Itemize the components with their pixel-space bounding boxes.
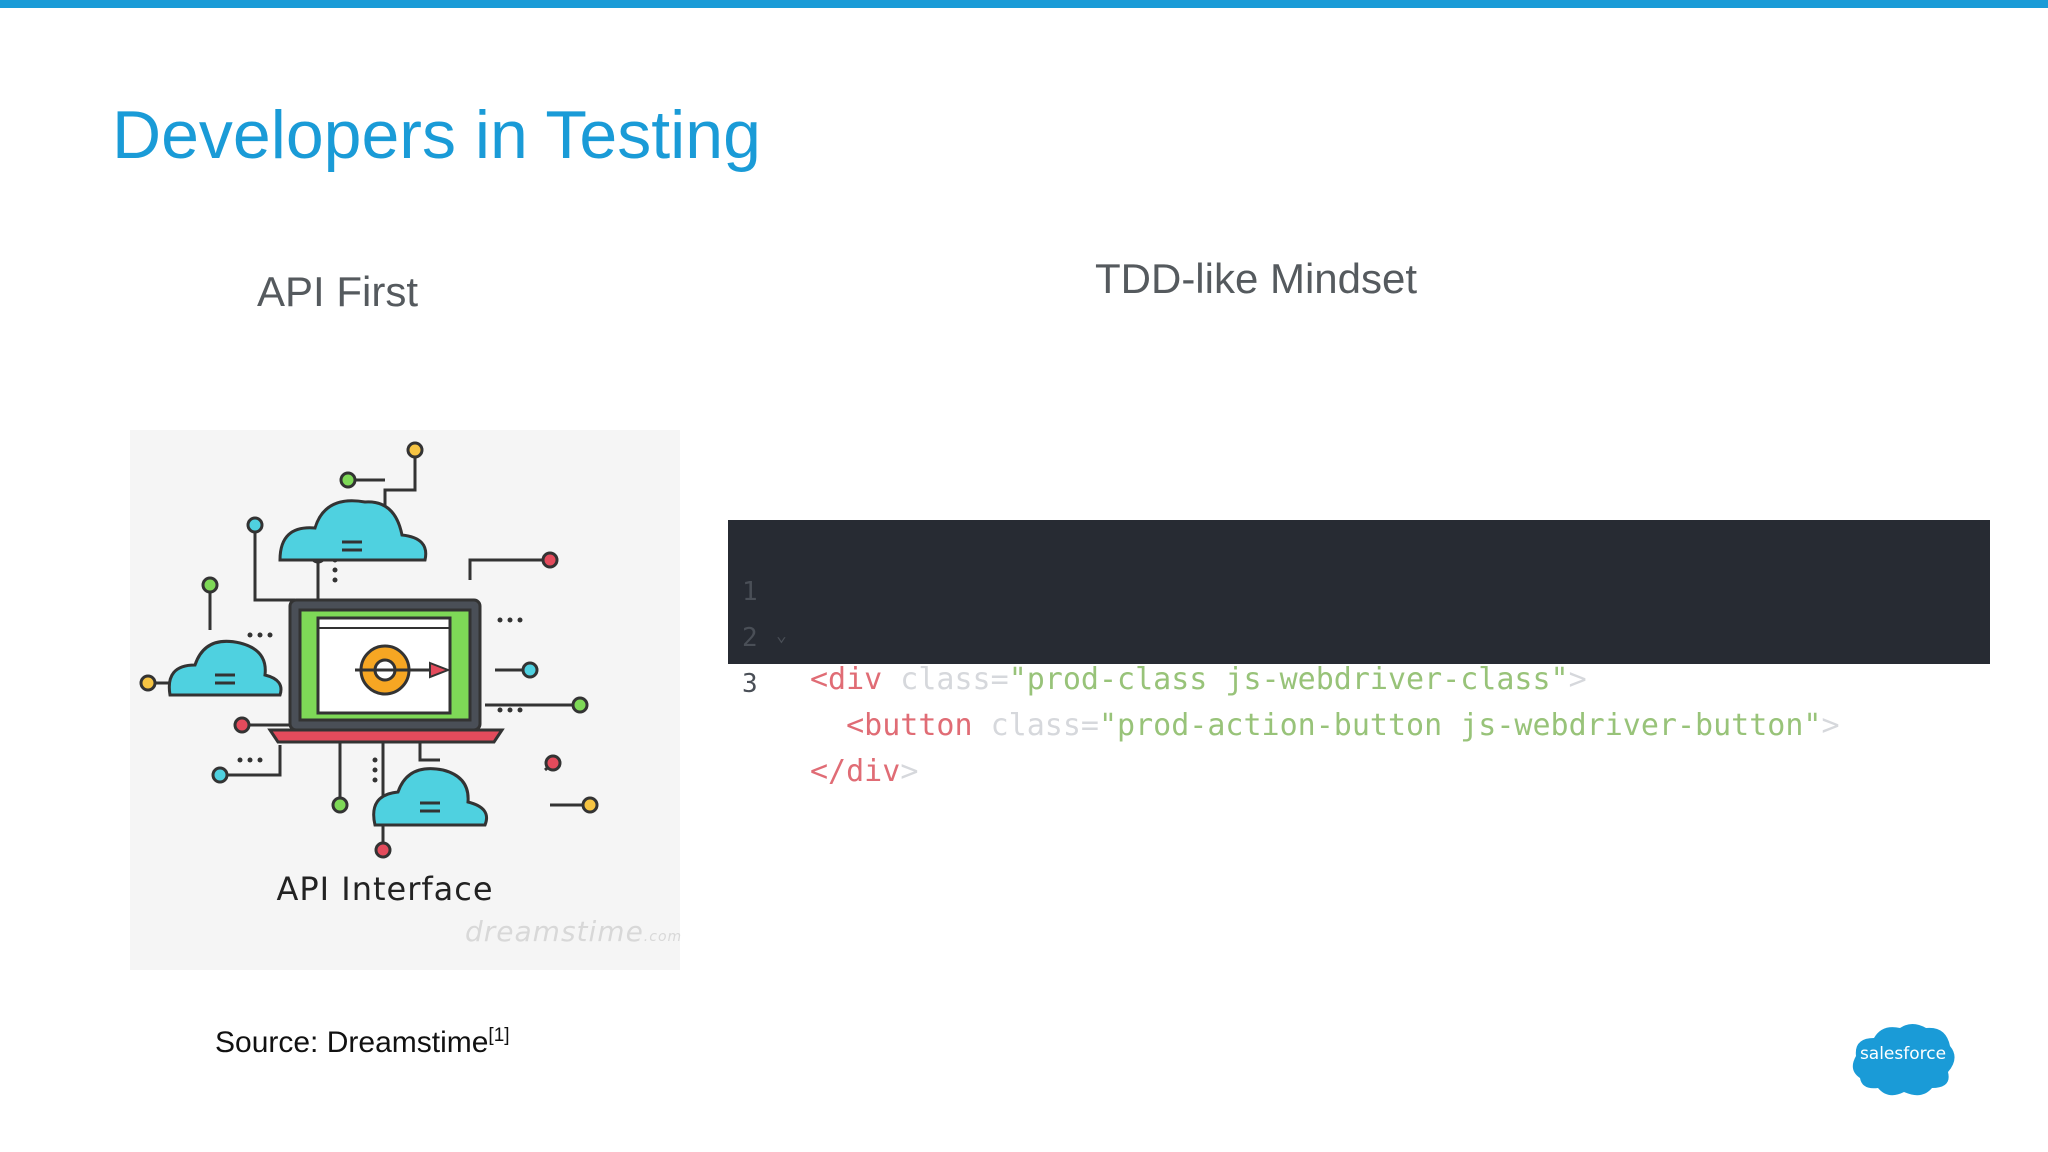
gear-icon <box>355 644 451 696</box>
cloud-logo-icon <box>1852 1024 1955 1096</box>
api-interface-label: API Interface <box>276 870 494 908</box>
line-number: 3 <box>742 669 758 699</box>
code-snippet: 1 ⌄ <div class="prod-class js-webdriver-… <box>728 520 1990 789</box>
dreamstime-watermark: dreamstime.com <box>465 915 683 948</box>
slide-title: Developers in Testing <box>112 97 761 173</box>
api-network-graphic <box>139 441 599 859</box>
citation-ref: [1] <box>488 1025 510 1046</box>
left-column-heading: API First <box>257 268 419 315</box>
line-number: 1 <box>742 577 758 607</box>
right-column-heading: TDD-like Mindset <box>1095 255 1418 302</box>
code-line: 2 <button class="prod-action-button js-w… <box>728 572 1840 743</box>
code-line: 1 ⌄ <div class="prod-class js-webdriver-… <box>728 526 1587 697</box>
line-number: 2 <box>742 623 758 653</box>
api-interface-illustration: API Interface dreamstime.com <box>130 430 683 970</box>
salesforce-logo: salesforce <box>1848 1020 1958 1100</box>
fold-chevron-icon: ⌄ <box>776 625 787 646</box>
code-line: 3 </div> <box>728 618 918 789</box>
source-citation: Source: Dreamstime[1] <box>215 1025 510 1059</box>
top-accent-bar <box>0 0 2048 8</box>
